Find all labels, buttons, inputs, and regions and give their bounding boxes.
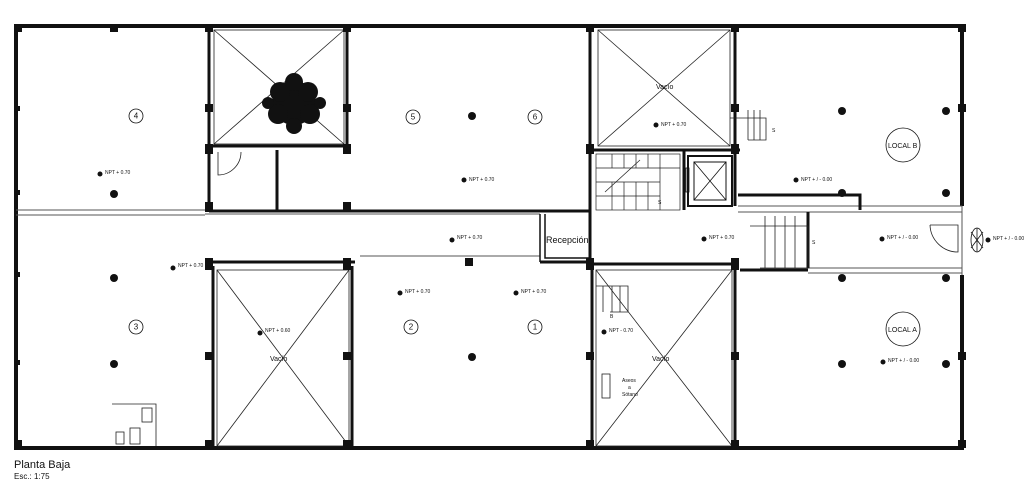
space-number: 2 — [409, 323, 414, 332]
baths-label: Sótano — [622, 392, 638, 398]
level-label: NPT + / - 0.00 — [993, 236, 1024, 242]
space-number: 1 — [533, 323, 538, 332]
level-label: NPT + 0.70 — [661, 122, 687, 128]
baths-label: a — [628, 385, 631, 391]
doors — [217, 151, 959, 253]
stair-mark: S — [772, 128, 776, 134]
space-number: 5 — [411, 113, 416, 122]
stair-mark: B — [610, 314, 614, 320]
tree-plan-symbol — [262, 73, 326, 134]
stair-main — [595, 153, 681, 211]
bathroom-fixtures — [112, 403, 157, 446]
level-label: NPT + 0.70 — [469, 177, 495, 183]
baths-label: Aseos — [622, 378, 636, 384]
columns — [14, 24, 966, 448]
level-label: NPT + 0.70 — [105, 170, 131, 176]
edge-ticks — [16, 106, 20, 365]
level-markers — [97, 122, 991, 365]
level-label: NPT + / - 0.00 — [801, 177, 832, 183]
stair-stepping — [596, 110, 809, 313]
void-areas — [213, 29, 733, 447]
plan-scale: Esc.: 1:75 — [14, 472, 50, 481]
level-label: NPT + 0.70 — [521, 289, 547, 295]
level-label: NPT - 0.70 — [609, 328, 633, 334]
space-number-circles — [128, 108, 543, 335]
plan-caption: Planta Baja Esc.: 1:75 — [14, 459, 70, 482]
local-circles — [885, 127, 921, 347]
stair-mark: S — [658, 200, 662, 206]
level-label: NPT + 0.70 — [178, 263, 204, 269]
level-label: NPT + 0.70 — [709, 235, 735, 241]
outer-walls — [14, 24, 964, 450]
void-label-left: Vacío — [270, 356, 287, 363]
local-a-label: LOCAL A — [888, 327, 917, 334]
stair-mark: S — [812, 240, 816, 246]
void-label-top: Vacío — [656, 84, 673, 91]
space-number: 4 — [134, 112, 139, 121]
corridor-lines — [16, 205, 963, 275]
level-label: NPT + 0.60 — [265, 328, 291, 334]
entrance-plant-symbol — [970, 227, 984, 253]
reception-counter — [539, 214, 590, 262]
elevator — [685, 155, 733, 207]
local-b-label: LOCAL B — [888, 143, 918, 150]
reception-label: Recepción — [546, 235, 589, 245]
level-label: NPT + / - 0.00 — [887, 235, 918, 241]
space-number: 3 — [134, 323, 139, 332]
void-label-right: Vacío — [652, 356, 669, 363]
plan-title: Planta Baja — [14, 459, 71, 471]
level-label: NPT + 0.70 — [405, 289, 431, 295]
space-number: 6 — [533, 113, 538, 122]
level-label: NPT + / - 0.00 — [888, 358, 919, 364]
baths-arrow-box — [601, 373, 611, 399]
level-label: NPT + 0.70 — [457, 235, 483, 241]
